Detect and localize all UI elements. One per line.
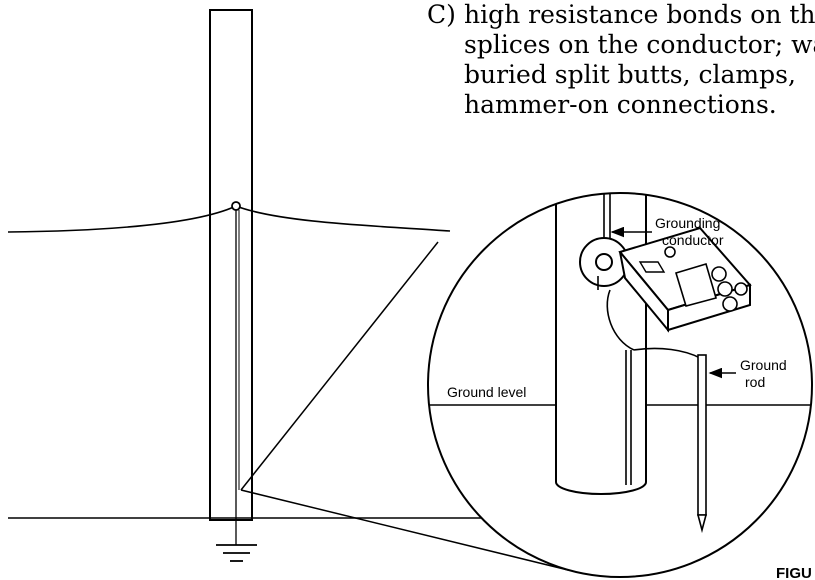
overhead-wire-left	[7, 205, 237, 233]
body-text-block: C) high resistance bonds on the splices …	[427, 0, 815, 120]
grounding-conductor-label: Grounding conductor	[610, 215, 724, 248]
svg-text:rod: rod	[745, 374, 765, 390]
text-line-3: buried split butts, clamps,	[464, 60, 796, 89]
figure-caption: FIGU	[776, 565, 812, 580]
callout-line-upper	[240, 241, 439, 491]
svg-text:conductor: conductor	[662, 232, 724, 248]
svg-text:Ground: Ground	[740, 357, 787, 373]
list-item-c: C) high resistance bonds on the splices …	[427, 0, 815, 120]
earth-ground-symbol	[216, 544, 257, 562]
text-line-2: splices on the conductor; wat	[464, 30, 815, 59]
text-line-1: high resistance bonds on the	[464, 0, 815, 29]
svg-text:Grounding: Grounding	[655, 215, 720, 231]
ground-rod-label: Ground rod	[708, 357, 787, 390]
list-marker: C)	[427, 0, 456, 29]
text-line-4: hammer-on connections.	[464, 90, 777, 119]
magnified-view-content	[430, 193, 810, 534]
callout-line-lower	[240, 489, 569, 571]
utility-pole	[209, 9, 253, 521]
wire-attachment-point	[231, 201, 241, 211]
overhead-wire-right	[235, 205, 451, 232]
ground-level-label: Ground level	[447, 384, 526, 400]
